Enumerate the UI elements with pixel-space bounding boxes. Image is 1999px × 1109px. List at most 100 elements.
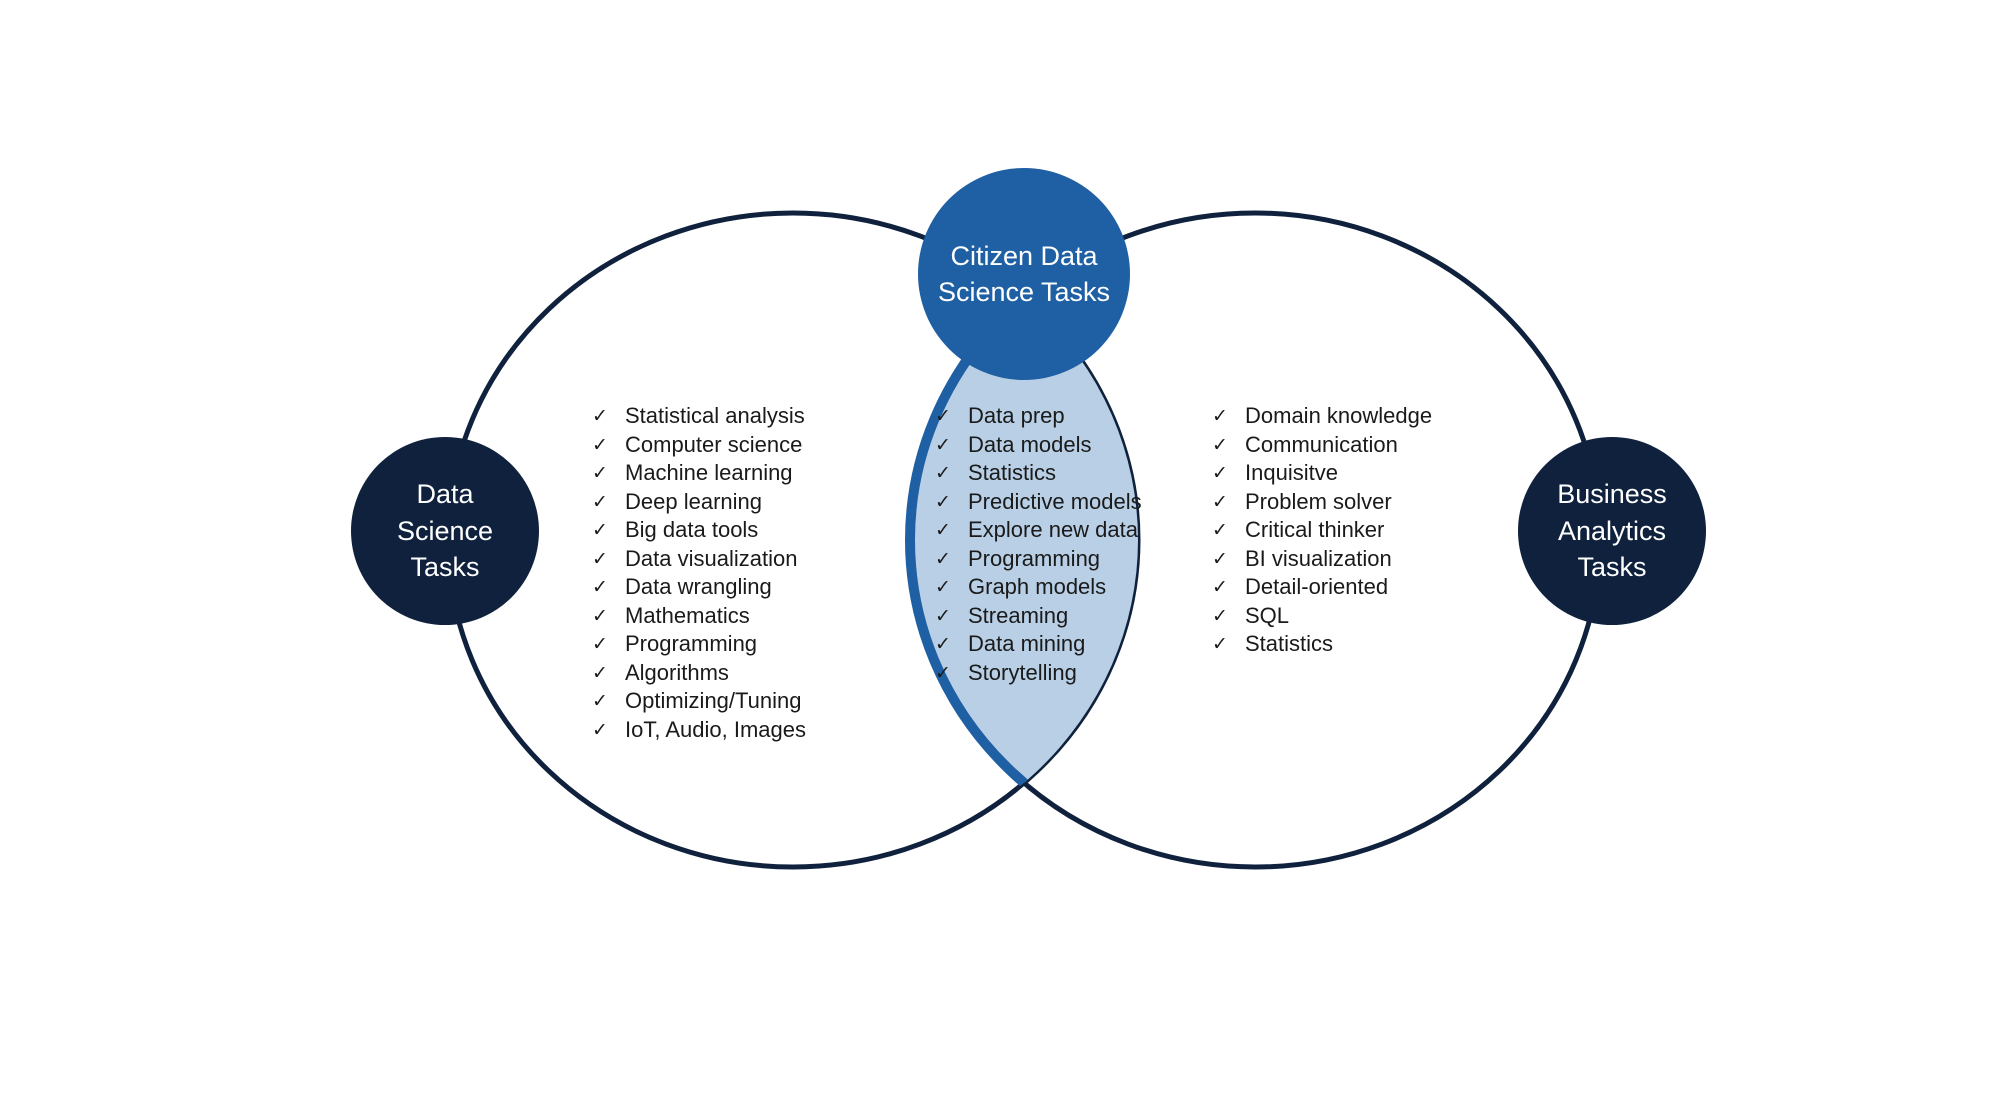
- task-item: ✓ Detail-oriented: [1212, 573, 1432, 602]
- task-item-label: Domain knowledge: [1245, 403, 1433, 428]
- checkmark-icon: ✓: [592, 405, 608, 427]
- task-item-label: Graph models: [968, 574, 1107, 599]
- checkmark-icon: ✓: [1212, 490, 1228, 513]
- checkmark-icon: ✓: [935, 433, 951, 456]
- checkmark-icon: ✓: [592, 604, 608, 627]
- task-item-label: Storytelling: [968, 659, 1077, 685]
- task-item-label: Streaming: [968, 602, 1069, 628]
- business-analytics-label: Business Analytics Tasks: [1557, 479, 1667, 583]
- task-item-label: Explore new data: [968, 517, 1138, 542]
- business-analytics-badge: Business Analytics Tasks: [1518, 437, 1706, 625]
- checkmark-icon: ✓: [1212, 547, 1228, 570]
- checkmark-icon: ✓: [1212, 519, 1228, 541]
- task-item-label: Mathematics: [625, 602, 750, 628]
- task-item-label: Detail-oriented: [1245, 574, 1389, 599]
- citizen-data-science-label: Citizen Data Science Tasks: [937, 240, 1111, 307]
- task-item: ✓ Data wrangling: [592, 573, 806, 602]
- task-item: ✓ IoT, Audio, Images: [592, 716, 806, 745]
- task-item-label: Data wrangling: [625, 574, 772, 599]
- task-item-label: Statistics: [968, 460, 1057, 485]
- task-item: ✓ Graph models: [935, 573, 1142, 602]
- task-item: ✓ Big data tools: [592, 516, 806, 545]
- checkmark-icon: ✓: [935, 547, 951, 570]
- task-item-label: Programming: [625, 631, 758, 656]
- task-item: ✓ BI visualization: [1212, 545, 1432, 574]
- task-item-label: Programming: [968, 545, 1101, 571]
- task-item-label: Optimizing/Tuning: [625, 688, 802, 713]
- task-item-label: Big data tools: [625, 517, 759, 542]
- task-item-label: IoT, Audio, Images: [625, 716, 806, 742]
- checkmark-icon: ✓: [1212, 576, 1228, 598]
- task-item: ✓ Algorithms: [592, 659, 806, 688]
- checkmark-icon: ✓: [592, 462, 608, 484]
- checkmark-icon: ✓: [592, 690, 608, 712]
- task-item: ✓ Domain knowledge: [1212, 402, 1432, 431]
- checkmark-icon: ✓: [1212, 405, 1228, 427]
- task-item-label: Data visualization: [625, 545, 798, 571]
- task-item: ✓ Statistical analysis: [592, 402, 806, 431]
- task-item-label: Inquisitve: [1245, 460, 1338, 485]
- checkmark-icon: ✓: [592, 490, 608, 513]
- task-item: ✓ Storytelling: [935, 659, 1142, 688]
- task-item: ✓ Critical thinker: [1212, 516, 1432, 545]
- data-science-task-list: ✓ Statistical analysis ✓ Computer science ✓ M…: [592, 402, 806, 744]
- task-item: ✓ Data models: [935, 431, 1142, 460]
- task-item: ✓ Programming: [935, 545, 1142, 574]
- checkmark-icon: ✓: [592, 718, 608, 741]
- task-item-label: Data mining: [968, 631, 1086, 656]
- task-item: ✓ Deep learning: [592, 488, 806, 517]
- task-item: ✓Inquisitve: [1212, 459, 1432, 488]
- checkmark-icon: ✓: [1212, 604, 1228, 627]
- task-item-label: Communication: [1245, 431, 1398, 457]
- task-item: ✓ Problem solver: [1212, 488, 1432, 517]
- task-item: ✓ Data mining: [935, 630, 1142, 659]
- task-item-label: SQL: [1245, 602, 1290, 628]
- task-item: ✓ Computer science: [592, 431, 806, 460]
- task-item: ✓ Predictive models: [935, 488, 1142, 517]
- citizen-data-science-task-list: ✓ Data prep ✓ Data models ✓ Statistics ✓ Predic…: [935, 402, 1142, 687]
- task-item: ✓ Statistics: [935, 459, 1142, 488]
- checkmark-icon: ✓: [592, 433, 608, 456]
- checkmark-icon: ✓: [592, 633, 608, 655]
- task-item: ✓ Programming: [592, 630, 806, 659]
- task-item-label: Statistical analysis: [625, 403, 805, 428]
- task-item: ✓ SQL: [1212, 602, 1432, 631]
- task-item-label: BI visualization: [1245, 545, 1392, 571]
- checkmark-icon: ✓: [935, 633, 951, 655]
- checkmark-icon: ✓: [935, 604, 951, 627]
- checkmark-icon: ✓: [935, 490, 951, 513]
- checkmark-icon: ✓: [935, 661, 951, 684]
- data-science-label: Data Science Tasks: [396, 479, 494, 583]
- checkmark-icon: ✓: [592, 661, 608, 684]
- task-item: ✓ Data visualization: [592, 545, 806, 574]
- task-item-label: Statistics: [1245, 631, 1334, 656]
- task-item-label: Critical thinker: [1245, 517, 1385, 542]
- checkmark-icon: ✓: [592, 576, 608, 598]
- checkmark-icon: ✓: [592, 519, 608, 541]
- task-item-label: Computer science: [625, 431, 803, 457]
- task-item: ✓ Data prep: [935, 402, 1142, 431]
- checkmark-icon: ✓: [935, 576, 951, 598]
- task-item-label: Machine learning: [625, 460, 793, 485]
- task-item: ✓ Explore new data: [935, 516, 1142, 545]
- task-item: ✓ Statistics: [1212, 630, 1432, 659]
- task-item-label: Problem solver: [1245, 488, 1392, 514]
- task-item-label: Algorithms: [625, 659, 729, 685]
- overlap-region: [905, 213, 1138, 867]
- task-item: ✓ Machine learning: [592, 459, 806, 488]
- checkmark-icon: ✓: [935, 405, 951, 427]
- task-item: ✓ Streaming: [935, 602, 1142, 631]
- task-item-label: Deep learning: [625, 488, 762, 514]
- data-science-badge: Data Science Tasks: [351, 437, 539, 625]
- task-item-label: Data models: [968, 431, 1092, 457]
- task-item: ✓ Communication: [1212, 431, 1432, 460]
- checkmark-icon: ✓: [1212, 433, 1228, 456]
- checkmark-icon: ✓: [592, 547, 608, 570]
- task-item-label: Data prep: [968, 403, 1065, 428]
- task-item-label: Predictive models: [968, 488, 1142, 514]
- checkmark-icon: ✓: [1212, 633, 1228, 655]
- checkmark-icon: ✓: [935, 462, 951, 484]
- checkmark-icon: ✓: [935, 519, 951, 541]
- task-item: ✓ Optimizing/Tuning: [592, 687, 806, 716]
- task-item: ✓ Mathematics: [592, 602, 806, 631]
